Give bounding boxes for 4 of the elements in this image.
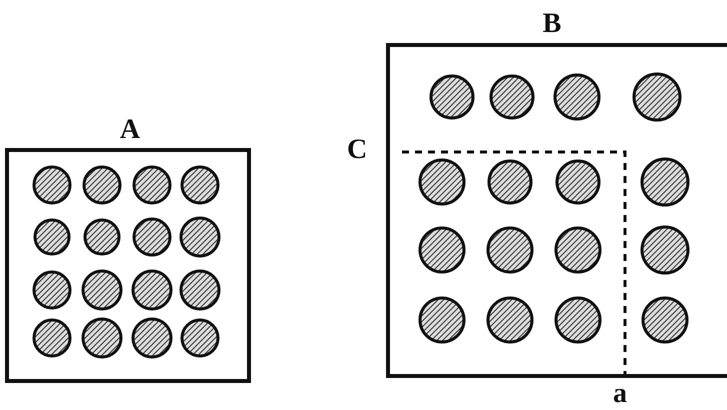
reference-letter: a <box>613 380 627 408</box>
figure-letter: A <box>120 116 140 144</box>
reference-letter: C <box>347 136 368 164</box>
figure-letter: B <box>542 10 562 38</box>
